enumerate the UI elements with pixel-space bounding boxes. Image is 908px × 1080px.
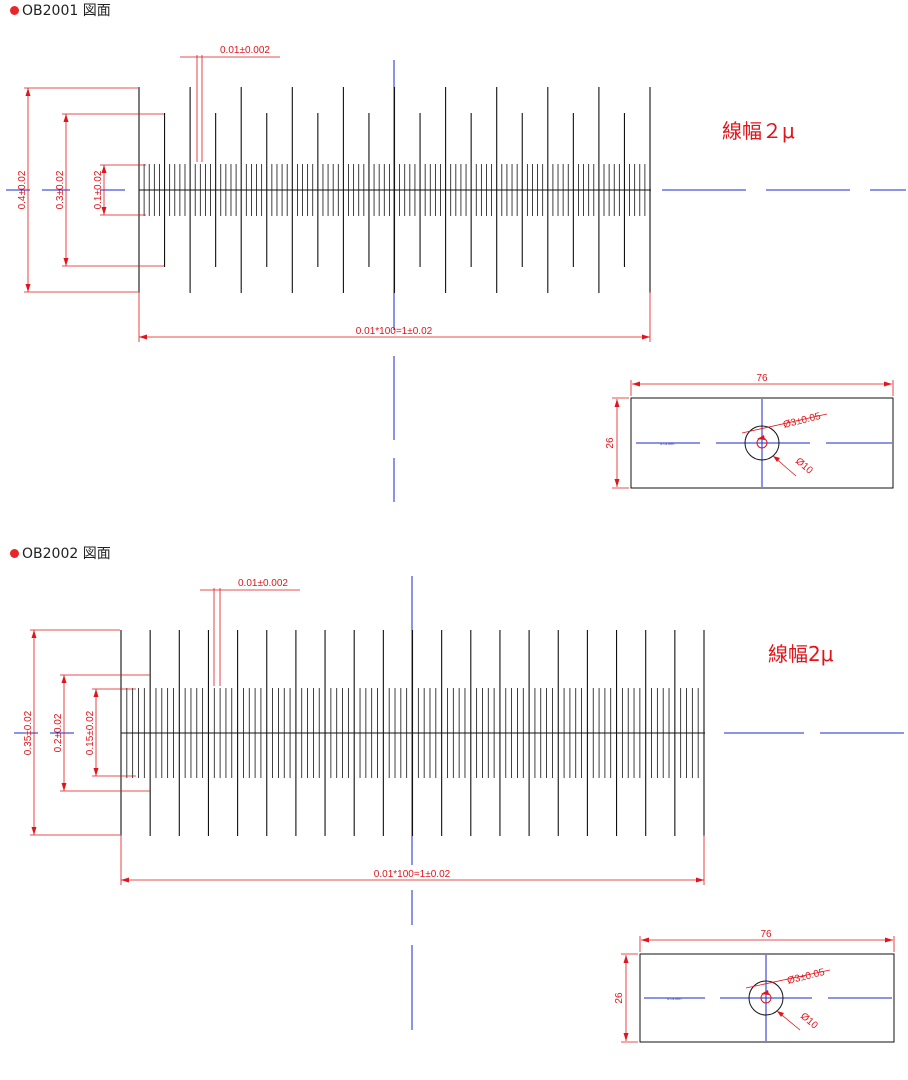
ob2002-slide: 76 26 Ø3±0.05 Ø10 0.01mm — [614, 929, 895, 1043]
arrow-head — [773, 456, 780, 462]
arrow-head — [121, 877, 129, 883]
arrow-head — [31, 827, 37, 835]
line-width-note: 線幅2μ — [768, 642, 834, 666]
arrow-head — [885, 937, 893, 943]
slide-width-label: 76 — [760, 929, 772, 940]
bullet-icon — [10, 5, 19, 15]
slide-outline — [630, 397, 894, 489]
slide-height-label: 26 — [605, 437, 616, 449]
slide-hole-label: Ø3±0.05 — [782, 411, 822, 431]
leader-hole — [745, 969, 831, 989]
arrow-head — [101, 165, 107, 173]
dim-pitch: 0.01±0.002 — [220, 45, 270, 56]
arrow-head — [61, 783, 67, 791]
dim-height-0-35: 0.35±0.02 — [23, 710, 34, 755]
dim-pitch: 0.01±0.002 — [238, 578, 288, 589]
arrow-head — [25, 88, 31, 96]
arrow-head — [884, 381, 892, 387]
slide-outline — [639, 953, 895, 1043]
dim-height-0-15: 0.15±0.02 — [85, 710, 96, 755]
section-title-text: OB2002 図面 — [22, 546, 111, 562]
arrow-head — [101, 207, 107, 215]
leader-hole — [741, 413, 828, 434]
arrow-head — [641, 937, 649, 943]
ob2001-arrows — [25, 88, 650, 340]
section-title-ob2001: OB2001 図面 — [10, 0, 111, 20]
arrow-head — [139, 334, 147, 340]
slide-outer-circle — [744, 425, 780, 461]
section-title-text: OB2001 図面 — [22, 3, 111, 19]
arrow-head — [63, 114, 69, 122]
section-title-ob2002: OB2002 図面 — [10, 543, 111, 563]
dim-height-0-2: 0.2±0.02 — [53, 713, 64, 752]
ob2001-slide: 76 26 Ø3±0.05 Ø10 0.01mm — [605, 373, 894, 489]
dim-height-0-4: 0.4±0.02 — [17, 170, 28, 209]
dim-total-length: 0.01*100=1±0.02 — [374, 869, 451, 880]
ob2001-drawing: 0.4±0.02 0.3±0.02 0.1±0.02 0.01*100=1±0.… — [6, 45, 906, 502]
arrow-head — [642, 334, 650, 340]
arrow-head — [31, 630, 37, 638]
slide-circle-label: Ø10 — [793, 456, 815, 477]
slide-scale-text: 0.01mm — [667, 996, 682, 1001]
ob2002-dimensions — [30, 588, 705, 885]
arrow-head — [757, 435, 765, 440]
slide-width-label: 76 — [756, 373, 768, 384]
arrow-head — [761, 990, 769, 995]
ob2001-dimensions — [24, 55, 651, 342]
arrow-head — [93, 689, 99, 697]
arrow-head — [25, 284, 31, 292]
slide-height-label: 26 — [614, 992, 625, 1004]
line-width-note: 線幅２μ — [722, 119, 795, 143]
arrow-head — [623, 955, 629, 963]
slide-scale-text: 0.01mm — [660, 441, 675, 446]
arrow-head — [623, 1033, 629, 1041]
arrow-head — [63, 258, 69, 266]
arrow-head — [696, 877, 704, 883]
arrow-head — [632, 381, 640, 387]
ob2002-arrows — [31, 630, 704, 883]
arrow-head — [614, 399, 620, 407]
arrow-head — [614, 479, 620, 487]
dim-height-0-1: 0.1±0.02 — [93, 170, 104, 209]
slide-circle-label: Ø10 — [798, 1011, 820, 1032]
slide-outer-circle — [748, 980, 784, 1016]
bullet-icon — [10, 548, 19, 558]
ob2002-drawing: 0.35±0.02 0.2±0.02 0.15±0.02 0.01*100=1±… — [14, 576, 904, 1043]
arrow-head — [61, 675, 67, 683]
dim-total-length: 0.01*100=1±0.02 — [356, 326, 433, 337]
dim-height-0-3: 0.3±0.02 — [55, 170, 66, 209]
arrow-head — [777, 1011, 784, 1017]
arrow-head — [93, 768, 99, 776]
slide-hole-label: Ø3±0.05 — [786, 967, 826, 987]
